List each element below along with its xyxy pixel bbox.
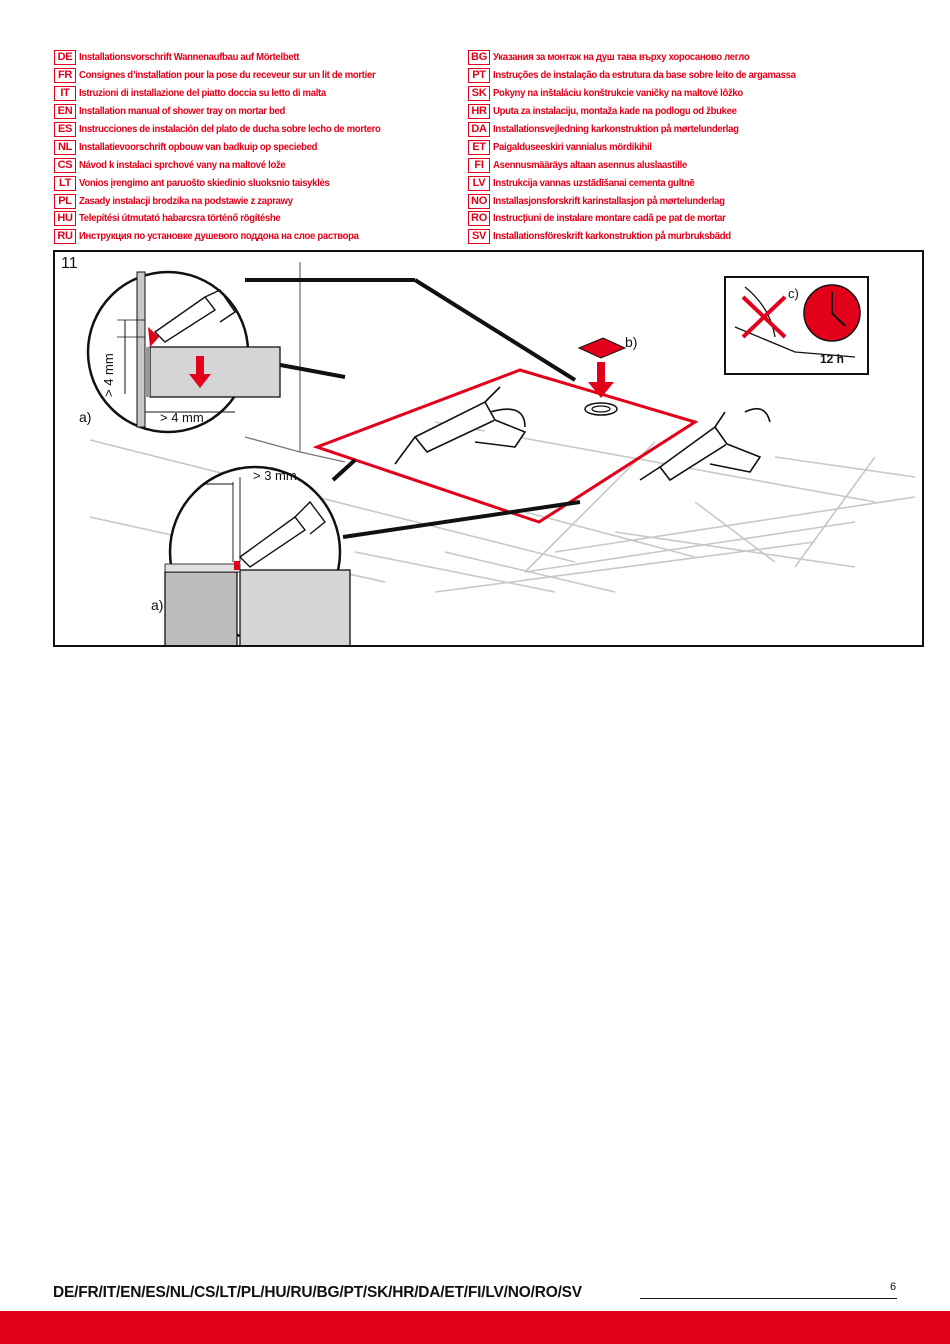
instruction-title-text: Instrukcija vannas uzstādīšanai cementa …	[493, 177, 695, 189]
detail-circle-top	[86, 270, 281, 434]
language-code-badge: ET	[468, 139, 490, 155]
language-code-badge: NL	[54, 139, 76, 155]
instruction-title-text: Vonios įrengimo ant paruošto skiedinio s…	[79, 177, 330, 189]
instruction-title-text: Installation manual of shower tray on mo…	[79, 106, 286, 118]
instruction-title-text: Installationsvorschrift Wannenaufbau auf…	[79, 52, 300, 64]
language-code-badge: DE	[54, 50, 76, 66]
instruction-title-text: Istruzioni di installazione del piatto d…	[79, 88, 326, 100]
footer-brand-band	[0, 1311, 950, 1344]
shower-tray-outline	[312, 368, 699, 524]
language-code-badge: CS	[54, 157, 76, 173]
instruction-title-text: Instrucțiuni de instalare montare cadă p…	[493, 213, 726, 225]
label-a-bottom: a)	[151, 597, 163, 613]
language-code-badge: IT	[54, 86, 76, 102]
language-code-badge: RO	[468, 211, 490, 227]
instruction-title-text: Asennusmääräys altaan asennus aluslaasti…	[493, 159, 687, 171]
instruction-title-text: Pokyny na inštaláciu konštrukcie vaničky…	[493, 88, 743, 100]
dim-horizontal: > 4 mm	[160, 410, 204, 425]
instruction-title-text: Návod k instalaci sprchové vany na malto…	[79, 159, 286, 171]
cure-time-inset	[724, 276, 869, 375]
dim-gap: > 3 mm	[253, 468, 297, 483]
clock-icon	[803, 284, 861, 342]
dim-vertical: > 4 mm	[101, 353, 116, 397]
language-code-badge: BG	[468, 50, 490, 66]
language-code-badge: LV	[468, 175, 490, 191]
language-code-badge: SK	[468, 86, 490, 102]
language-code-badge: SV	[468, 229, 490, 245]
instruction-title-text: Uputa za instalaciju, montaža kade na po…	[493, 106, 737, 118]
language-code-badge: PT	[468, 68, 490, 84]
language-code-badge: ES	[54, 122, 76, 137]
instruction-title-text: Указания за монтаж на душ тава върху хор…	[493, 52, 750, 64]
language-code-badge: PL	[54, 193, 76, 209]
footer-rule	[640, 1298, 897, 1299]
label-a-top: a)	[79, 409, 91, 425]
detail-circle-bottom	[164, 465, 351, 645]
language-code-badge: NO	[468, 193, 490, 209]
instruction-title-text: Instrucciones de instalación del plato d…	[79, 124, 381, 135]
label-c: c)	[788, 286, 799, 301]
language-code-badge: RU	[54, 229, 76, 245]
installation-figure: b)	[53, 250, 924, 647]
drain-icon	[577, 337, 627, 416]
instruction-title-text: Installationsvejledning karkonstruktion …	[493, 124, 739, 135]
instruction-title-text: Инструкция по установке душевого поддона…	[79, 231, 359, 243]
instruction-title-text: Consignes d’installation pour la pose du…	[79, 70, 376, 82]
instruction-title-text: Installationsföreskrift karkonstruktion …	[493, 231, 731, 243]
cure-time: 12 h	[820, 352, 844, 366]
page-number: 6	[890, 1281, 897, 1293]
caulking-gun-icon-2	[639, 407, 771, 482]
instruction-title-text: Telepítési útmutató habarcsra történő rö…	[79, 213, 281, 225]
language-code-badge: LT	[54, 175, 76, 191]
language-code-badge: FI	[468, 157, 490, 173]
language-code-badge: HU	[54, 211, 76, 227]
instruction-title-text: Installatievoorschrift opbouw van badkui…	[79, 141, 318, 153]
figure-number: 11	[61, 255, 78, 272]
language-code-badge: HR	[468, 104, 490, 120]
installation-illustration: b)	[79, 262, 916, 645]
language-code-badge: EN	[54, 104, 76, 120]
language-code-badge: FR	[54, 68, 76, 84]
label-b: b)	[625, 334, 637, 350]
language-code-badge: DA	[468, 122, 490, 137]
footer-languages: DE/FR/IT/EN/ES/NL/CS/LT/PL/HU/RU/BG/PT/S…	[53, 1284, 582, 1301]
instruction-title-text: Installasjonsforskrift karinstallasjon p…	[493, 195, 725, 207]
instruction-title-text: Instruções de instalação da estrutura da…	[493, 70, 796, 82]
instruction-title-text: Paigalduseeskiri vannialus mördikihil	[493, 141, 652, 153]
caulking-gun-icon	[394, 386, 527, 465]
instruction-title-text: Zasady instalacji brodzika na podstawie …	[79, 195, 293, 207]
